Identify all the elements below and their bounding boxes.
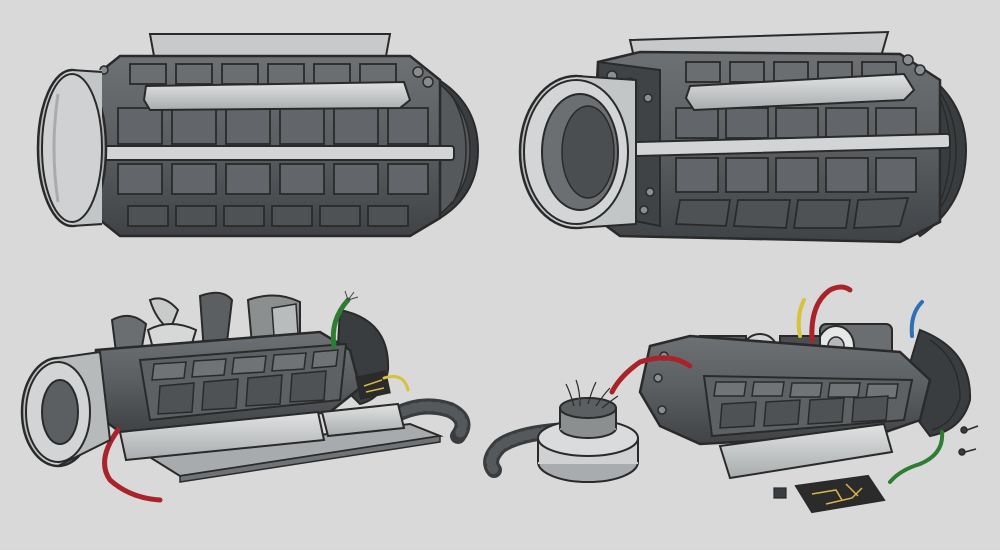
wire-yellow [382,375,410,392]
body-window-row-top [151,349,339,381]
loose-bar-short [320,402,406,438]
cylinder-intact-side-view [36,33,480,238]
body-window-row-middle [719,395,889,429]
side-rail [91,145,455,161]
wire-yellow [796,298,806,338]
circuit-board [794,474,886,514]
wire-green [330,297,351,349]
wire-red [609,355,693,395]
broken-shards [148,297,180,332]
end-cap-ribs [929,339,961,431]
circuit-chip [355,370,391,400]
left-ring-opening [41,379,79,445]
left-ring-face [41,73,103,223]
body-window-row-middle [675,107,917,193]
upper-bar [142,80,412,112]
loose-bar [718,422,894,480]
body-window-row-top [713,381,899,399]
body-window-row-middle [157,370,327,415]
cylinder-damaged-side-view [20,290,471,503]
wire-blue [909,300,924,338]
cylinder-intact-angled-view [518,30,968,244]
top-plate [148,33,392,57]
end-cap-ribs [439,83,471,215]
front-ring-inner [561,105,615,199]
body-window-row-top [129,63,397,85]
small-chip [773,487,787,499]
loose-bar [118,410,326,462]
wire-red-top [809,284,853,343]
upper-bar [684,72,916,112]
bolts [99,65,434,88]
cylinder-damaged-angled-view [483,284,979,514]
wire-red [102,427,163,503]
body-window-row-middle [117,107,429,195]
wire-green [888,430,945,484]
body-window-row-bottom [674,197,910,229]
screws [958,425,979,456]
wire-bundle [565,379,619,409]
circuit-traces [811,483,863,505]
body-window-row-bottom [127,205,409,227]
